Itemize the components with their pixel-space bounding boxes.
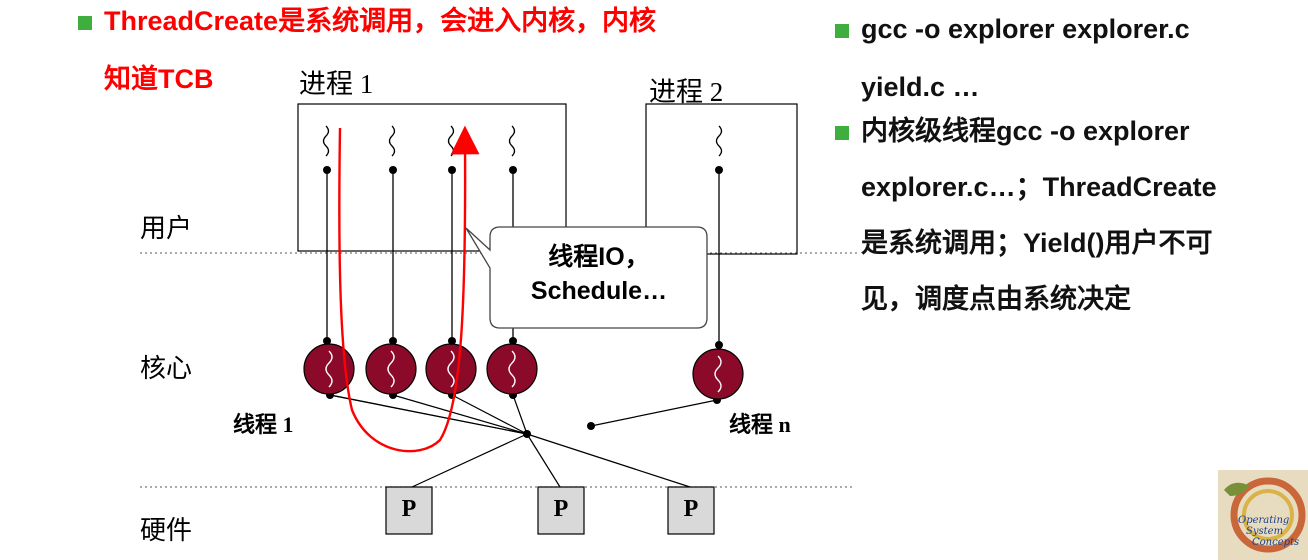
callout-bubble — [465, 226, 708, 329]
left-bullet: ThreadCreate是系统调用，会进入内核，内核 — [78, 2, 656, 40]
bullet-square-icon — [78, 15, 92, 30]
right-bullet-2: 内核级线程gcc -o explorer explorer.c…；ThreadC… — [835, 103, 1217, 327]
process1-box — [297, 103, 567, 252]
processor-label: P — [553, 496, 569, 522]
user-thread-squiggle — [508, 125, 516, 157]
kernel-level-label: 核心 — [140, 354, 193, 384]
right-bullet-2-line2: explorer.c…；ThreadCreate — [861, 172, 1217, 202]
right-bullet-2-line3: 是系统调用；Yield()用户不可 — [861, 228, 1213, 258]
kernel-thread-node — [365, 343, 417, 395]
callout-text: 线程IO， Schedule… — [493, 240, 705, 308]
logo-line3: Concepts — [1252, 537, 1300, 548]
red-flow-arrow — [338, 125, 480, 453]
thread1-label: 线程 1 — [233, 412, 294, 437]
right-bullet-2-line1: 内核级线程gcc -o explorer — [861, 116, 1190, 146]
right-bullet-1: gcc -o explorer explorer.c yield.c … — [835, 0, 1190, 116]
kernel-threads — [303, 343, 744, 400]
user-threads — [322, 125, 723, 350]
scheduler-lines — [329, 394, 718, 488]
left-bullet-line2: 知道TCB — [104, 64, 214, 94]
bullet-square-icon — [835, 23, 849, 38]
os-concepts-logo: Operating System Concepts — [1218, 470, 1308, 560]
processor-box — [537, 486, 585, 535]
dinosaur-logo-icon — [1218, 470, 1308, 560]
bullet-square-icon — [835, 125, 849, 140]
processor-box — [667, 486, 715, 535]
user-thread-squiggle — [322, 125, 330, 157]
process2-label: 进程 2 — [649, 77, 724, 107]
left-bullet-line1: ThreadCreate是系统调用，会进入内核，内核 — [104, 6, 657, 36]
processor-label: P — [401, 496, 417, 522]
logo-line2: System — [1246, 526, 1284, 537]
kernel-thread-node — [425, 343, 477, 395]
callout-line2: Schedule… — [530, 277, 668, 305]
process2-box — [645, 103, 798, 255]
kernel-thread-node — [692, 348, 744, 400]
right-bullet-1-line2: yield.c … — [861, 72, 980, 102]
process1-label: 进程 1 — [299, 69, 374, 99]
right-bullet-1-line1: gcc -o explorer explorer.c — [861, 14, 1190, 44]
logo-line1: Operating — [1238, 515, 1290, 526]
processor-box — [385, 486, 433, 535]
user-level-label: 用户 — [140, 214, 193, 244]
kernel-thread-node — [486, 343, 538, 395]
processors — [385, 486, 715, 535]
kernel-thread-node — [303, 343, 355, 395]
processor-label: P — [683, 496, 699, 522]
user-thread-squiggle — [447, 125, 455, 157]
user-thread-squiggle — [715, 125, 723, 157]
user-thread-squiggle — [388, 125, 396, 157]
callout-line1: 线程IO， — [548, 243, 650, 271]
right-bullet-2-line4: 见，调度点由系统决定 — [861, 284, 1131, 314]
hardware-level-label: 硬件 — [140, 516, 193, 546]
threadn-label: 线程 n — [729, 412, 791, 437]
